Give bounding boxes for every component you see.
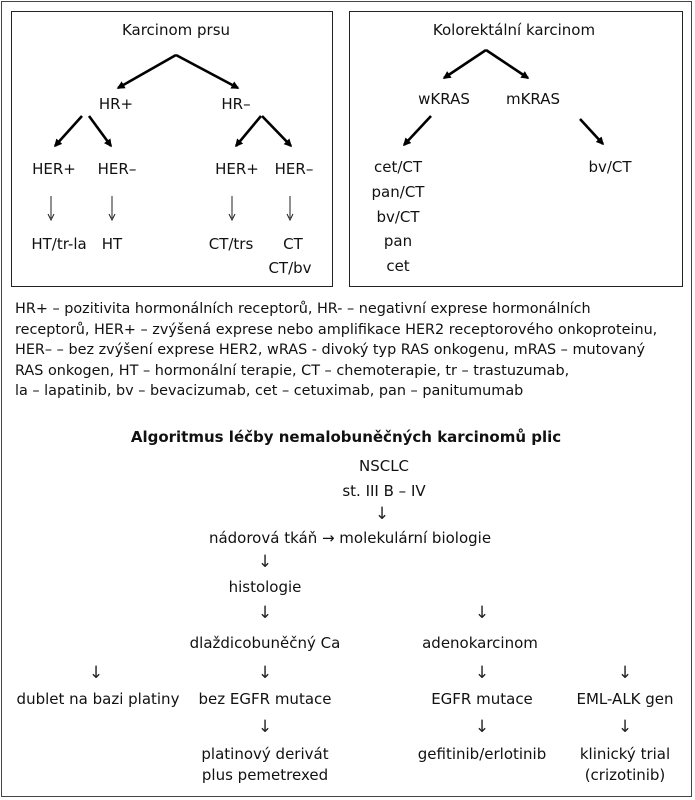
arrow-down: ↓	[257, 663, 273, 683]
arrow-hrneg-to-herpos	[235, 115, 262, 148]
arrow-breast-to-hr-neg	[175, 53, 240, 90]
arrow-down: ↓	[617, 663, 633, 683]
therapy-ct-trs: CT/trs	[208, 235, 254, 253]
node-adenocarcinoma: adenokarcinom	[422, 634, 538, 652]
node-no-egfr: bez EGFR mutace	[198, 690, 332, 708]
node-histology: histologie	[228, 578, 302, 596]
node-platinum-doublet: dublet na bazi platiny	[16, 690, 180, 708]
therapy-ht: HT	[101, 235, 123, 253]
node-tissue-molecular: nádorová tkáň → molekulární biologie	[208, 529, 492, 547]
arrow-down: ↓	[474, 603, 490, 623]
node-her-neg-1: HER–	[97, 160, 137, 178]
node-gefitinib-erlotinib: gefitinib/erlotinib	[417, 745, 547, 763]
therapy-cet-ct: cet/CT	[373, 158, 423, 176]
arrow-hrpos-to-herpos	[53, 115, 83, 148]
node-egfr: EGFR mutace	[431, 690, 533, 708]
therapy-cet: cet	[386, 257, 410, 275]
node-eml-alk: EML-ALK gen	[576, 690, 674, 708]
arrow-wkras-to-tx	[402, 115, 432, 147]
arrow-crc-to-mkras	[485, 48, 530, 80]
arrow-down: ↓	[374, 504, 390, 524]
therapy-bv-ct-mkras: bv/CT	[588, 158, 632, 176]
nsclc-title: Algoritmus léčby nemalobuněčných karcino…	[130, 428, 562, 446]
therapy-ct-bv: CT/bv	[268, 259, 312, 277]
arrow-hrneg-to-herneg	[261, 115, 293, 148]
arrow-crc-to-wkras	[442, 48, 487, 80]
arrow-down: ↓	[474, 717, 490, 737]
node-clinical-trial: klinický trial	[579, 745, 671, 763]
arrow-down: ↓	[257, 552, 273, 572]
arrow-down: ↓	[257, 603, 273, 623]
abbreviation-legend: HR+ – pozitivita hormonálních receptorů,…	[15, 301, 658, 399]
arrow-mkras-to-tx	[579, 118, 605, 146]
breast-title: Karcinom prsu	[121, 21, 231, 39]
node-platinum-derivative: platinový derivát	[201, 745, 329, 763]
arrow-down: ↓	[617, 717, 633, 737]
therapy-bv-ct: bv/CT	[376, 208, 420, 226]
colorectal-title: Kolorektální karcinom	[432, 21, 596, 39]
arrow-down: ↓	[474, 663, 490, 683]
node-her-neg-2: HER–	[274, 160, 314, 178]
node-hr-neg: HR–	[221, 95, 251, 113]
arrow-down: ↓	[257, 717, 273, 737]
therapy-ct: CT	[283, 235, 303, 253]
node-crizotinib: (crizotinib)	[584, 766, 666, 784]
node-her-pos-2: HER+	[215, 160, 259, 178]
node-plus-pemetrexed: plus pemetrexed	[201, 766, 329, 784]
arrow-hrpos-to-herneg	[87, 115, 113, 148]
arrow-breast-to-hr-pos	[116, 53, 177, 90]
node-hr-pos: HR+	[98, 95, 134, 113]
arrow-down: ↓	[88, 663, 104, 683]
therapy-pan: pan	[383, 232, 413, 250]
node-mkras: mKRAS	[505, 90, 561, 108]
node-stage: st. III B – IV	[342, 482, 426, 500]
node-her-pos-1: HER+	[32, 160, 76, 178]
therapy-ht-tr-la: HT/tr-la	[31, 235, 87, 253]
therapy-pan-ct: pan/CT	[371, 183, 425, 201]
breast-cancer-panel	[11, 11, 333, 287]
node-squamous: dlaždicobuněčný Ca	[189, 634, 341, 652]
colorectal-cancer-panel	[349, 11, 683, 287]
node-wkras: wKRAS	[418, 90, 470, 108]
node-nsclc: NSCLC	[358, 457, 410, 475]
